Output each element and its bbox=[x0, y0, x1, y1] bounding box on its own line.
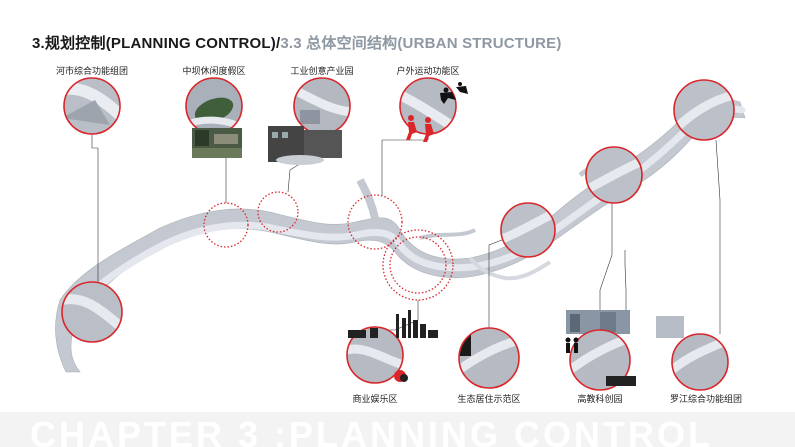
detail-ecological-map bbox=[500, 202, 556, 258]
zone-label-hechang: 河市综合功能组团 bbox=[55, 66, 129, 76]
detail-luojiang bbox=[671, 333, 729, 391]
crowd-icon bbox=[394, 370, 408, 382]
marker-commerce bbox=[389, 236, 447, 294]
photo-resort bbox=[192, 128, 242, 158]
footer-band: CHAPTER 3 :PLANNING CONTROL bbox=[0, 412, 795, 447]
page-title: 3.规划控制(PLANNING CONTROL)/3.3 总体空间结构(URBA… bbox=[32, 32, 562, 53]
marker-industry bbox=[257, 191, 299, 233]
detail-zhongba bbox=[185, 77, 243, 135]
detail-luojiang-map bbox=[673, 79, 735, 141]
detail-hechang-map bbox=[61, 281, 123, 343]
audience-icon bbox=[606, 376, 636, 386]
zone-label-outdoor: 户外运动功能区 bbox=[396, 66, 460, 76]
sub-title: 3.3 总体空间结构(URBAN STRUCTURE) bbox=[280, 35, 562, 52]
detail-industry bbox=[293, 77, 351, 135]
detail-science-map bbox=[585, 146, 643, 204]
marker-zhongba bbox=[203, 202, 249, 248]
detail-commerce bbox=[346, 326, 404, 384]
zone-label-industry: 工业创意产业园 bbox=[290, 66, 354, 76]
zone-label-luojiang: 罗江综合功能组团 bbox=[669, 394, 743, 404]
detail-ecological bbox=[458, 327, 520, 389]
zone-label-science: 高教科创园 bbox=[577, 394, 623, 404]
zone-label-ecological: 生态居住示范区 bbox=[457, 394, 521, 404]
chapter-watermark: CHAPTER 3 :PLANNING CONTROL bbox=[30, 414, 713, 447]
icon-outdoor-silhouettes bbox=[440, 82, 468, 104]
photo-industrial bbox=[268, 126, 342, 165]
zone-label-zhongba: 中坝休闲度假区 bbox=[182, 66, 246, 76]
marker-commerce-outer bbox=[382, 229, 454, 301]
skyline-icon bbox=[348, 310, 438, 338]
photo-campus bbox=[566, 310, 630, 334]
icon-outdoor-figures bbox=[406, 115, 434, 142]
detail-hechang bbox=[63, 77, 121, 135]
title-separator: / bbox=[275, 35, 281, 52]
photo-riverside bbox=[656, 316, 684, 338]
people-icon bbox=[565, 337, 579, 353]
map-zone-markers bbox=[203, 191, 454, 301]
main-title: 3.规划控制(PLANNING CONTROL) bbox=[32, 35, 276, 52]
zone-label-commerce: 商业娱乐区 bbox=[352, 394, 398, 404]
marker-outdoor bbox=[347, 194, 403, 250]
